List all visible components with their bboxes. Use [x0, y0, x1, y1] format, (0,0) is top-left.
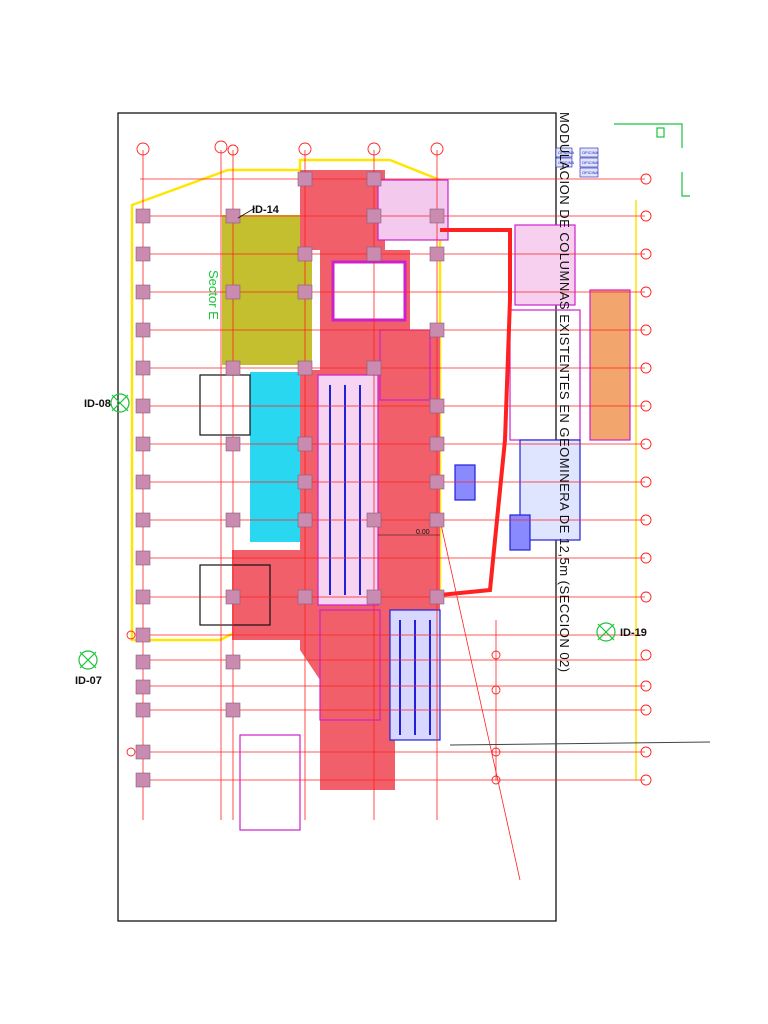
id-08-label: ID-08: [84, 398, 111, 410]
grid-lines-horizontal: [140, 178, 645, 781]
id-19-marker-icon: [596, 622, 616, 642]
courtyard: [331, 260, 407, 322]
pipe-columns: [329, 385, 431, 735]
sector-label: Sector E: [206, 270, 221, 320]
section-line: [449, 741, 711, 746]
oficina-label-5: OFICINA: [582, 170, 599, 175]
id-07-label: ID-07: [75, 675, 102, 687]
pool-zone: [250, 372, 305, 542]
oficina-label-1: OFICINA: [558, 150, 575, 155]
id-07-marker-icon: [78, 650, 98, 670]
drawing-title: MODULACION DE COLUMNAS EXISTENTES EN GEO…: [557, 112, 572, 673]
grid-bubbles-right: [126, 173, 652, 786]
oficina-label-2: OFICINA: [582, 150, 599, 155]
corner-marks: [614, 123, 690, 197]
id-19-label: ID-19: [620, 627, 647, 639]
core-zone-upper: [300, 180, 380, 250]
main-pipe: [439, 228, 512, 597]
oficina-label-3: OFICINA: [558, 160, 575, 165]
oficina-label-4: OFICINA: [582, 160, 599, 165]
dimension-label: 0.00: [416, 529, 430, 536]
id-08-marker-icon: [110, 393, 130, 413]
core-zone-left: [232, 550, 300, 640]
grid-bubbles-top: [136, 140, 444, 156]
oficina-tags: [555, 147, 599, 178]
column-markers: [135, 171, 445, 788]
id-14-label: ID-14: [252, 204, 280, 216]
id-14-leader: [237, 207, 256, 219]
